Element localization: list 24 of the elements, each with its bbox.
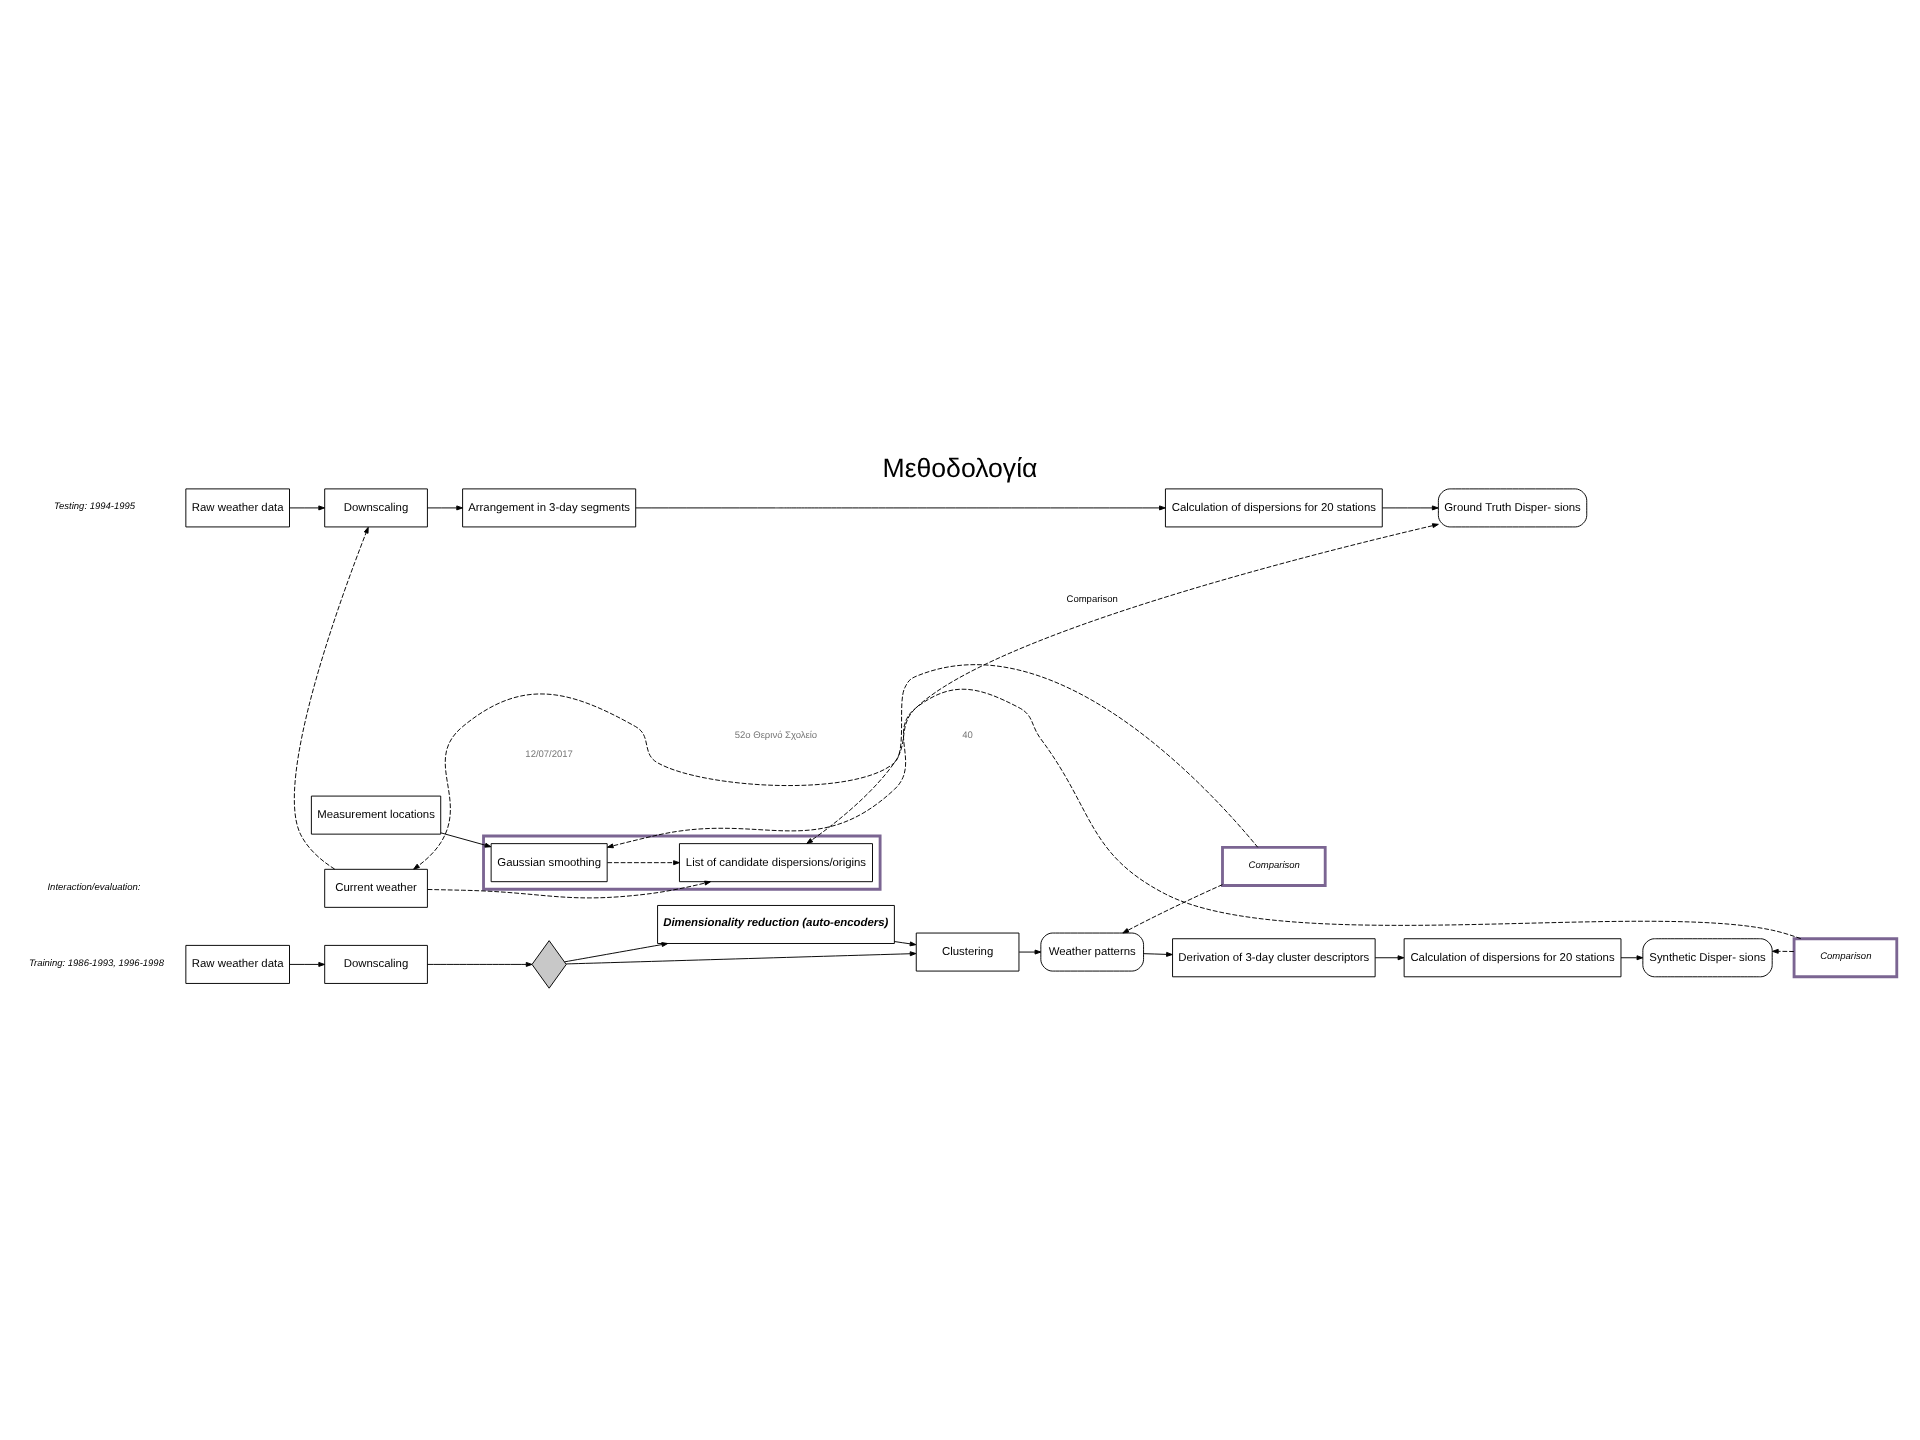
diagram-title: Μεθοδολογία	[882, 452, 1038, 483]
arrow	[426, 505, 463, 511]
arrow	[893, 941, 917, 947]
arrow	[1382, 505, 1439, 511]
arrow	[1018, 949, 1042, 955]
arrow	[606, 860, 680, 866]
arrow	[1143, 951, 1173, 957]
arrow	[1374, 955, 1405, 961]
arrow	[565, 951, 917, 965]
arrow	[289, 961, 325, 967]
arrow	[440, 832, 492, 848]
arrow	[1122, 884, 1223, 934]
arrow	[426, 961, 533, 967]
arrow	[606, 688, 1802, 940]
arrow	[413, 664, 1259, 870]
arrow	[427, 880, 711, 899]
arrow	[806, 523, 1439, 844]
arrow	[289, 505, 325, 511]
arrow	[1772, 948, 1795, 954]
arrow	[293, 526, 369, 870]
arrow	[564, 942, 669, 963]
arrow	[635, 505, 1166, 511]
node-diamond	[531, 940, 567, 989]
arrow	[1620, 955, 1644, 961]
